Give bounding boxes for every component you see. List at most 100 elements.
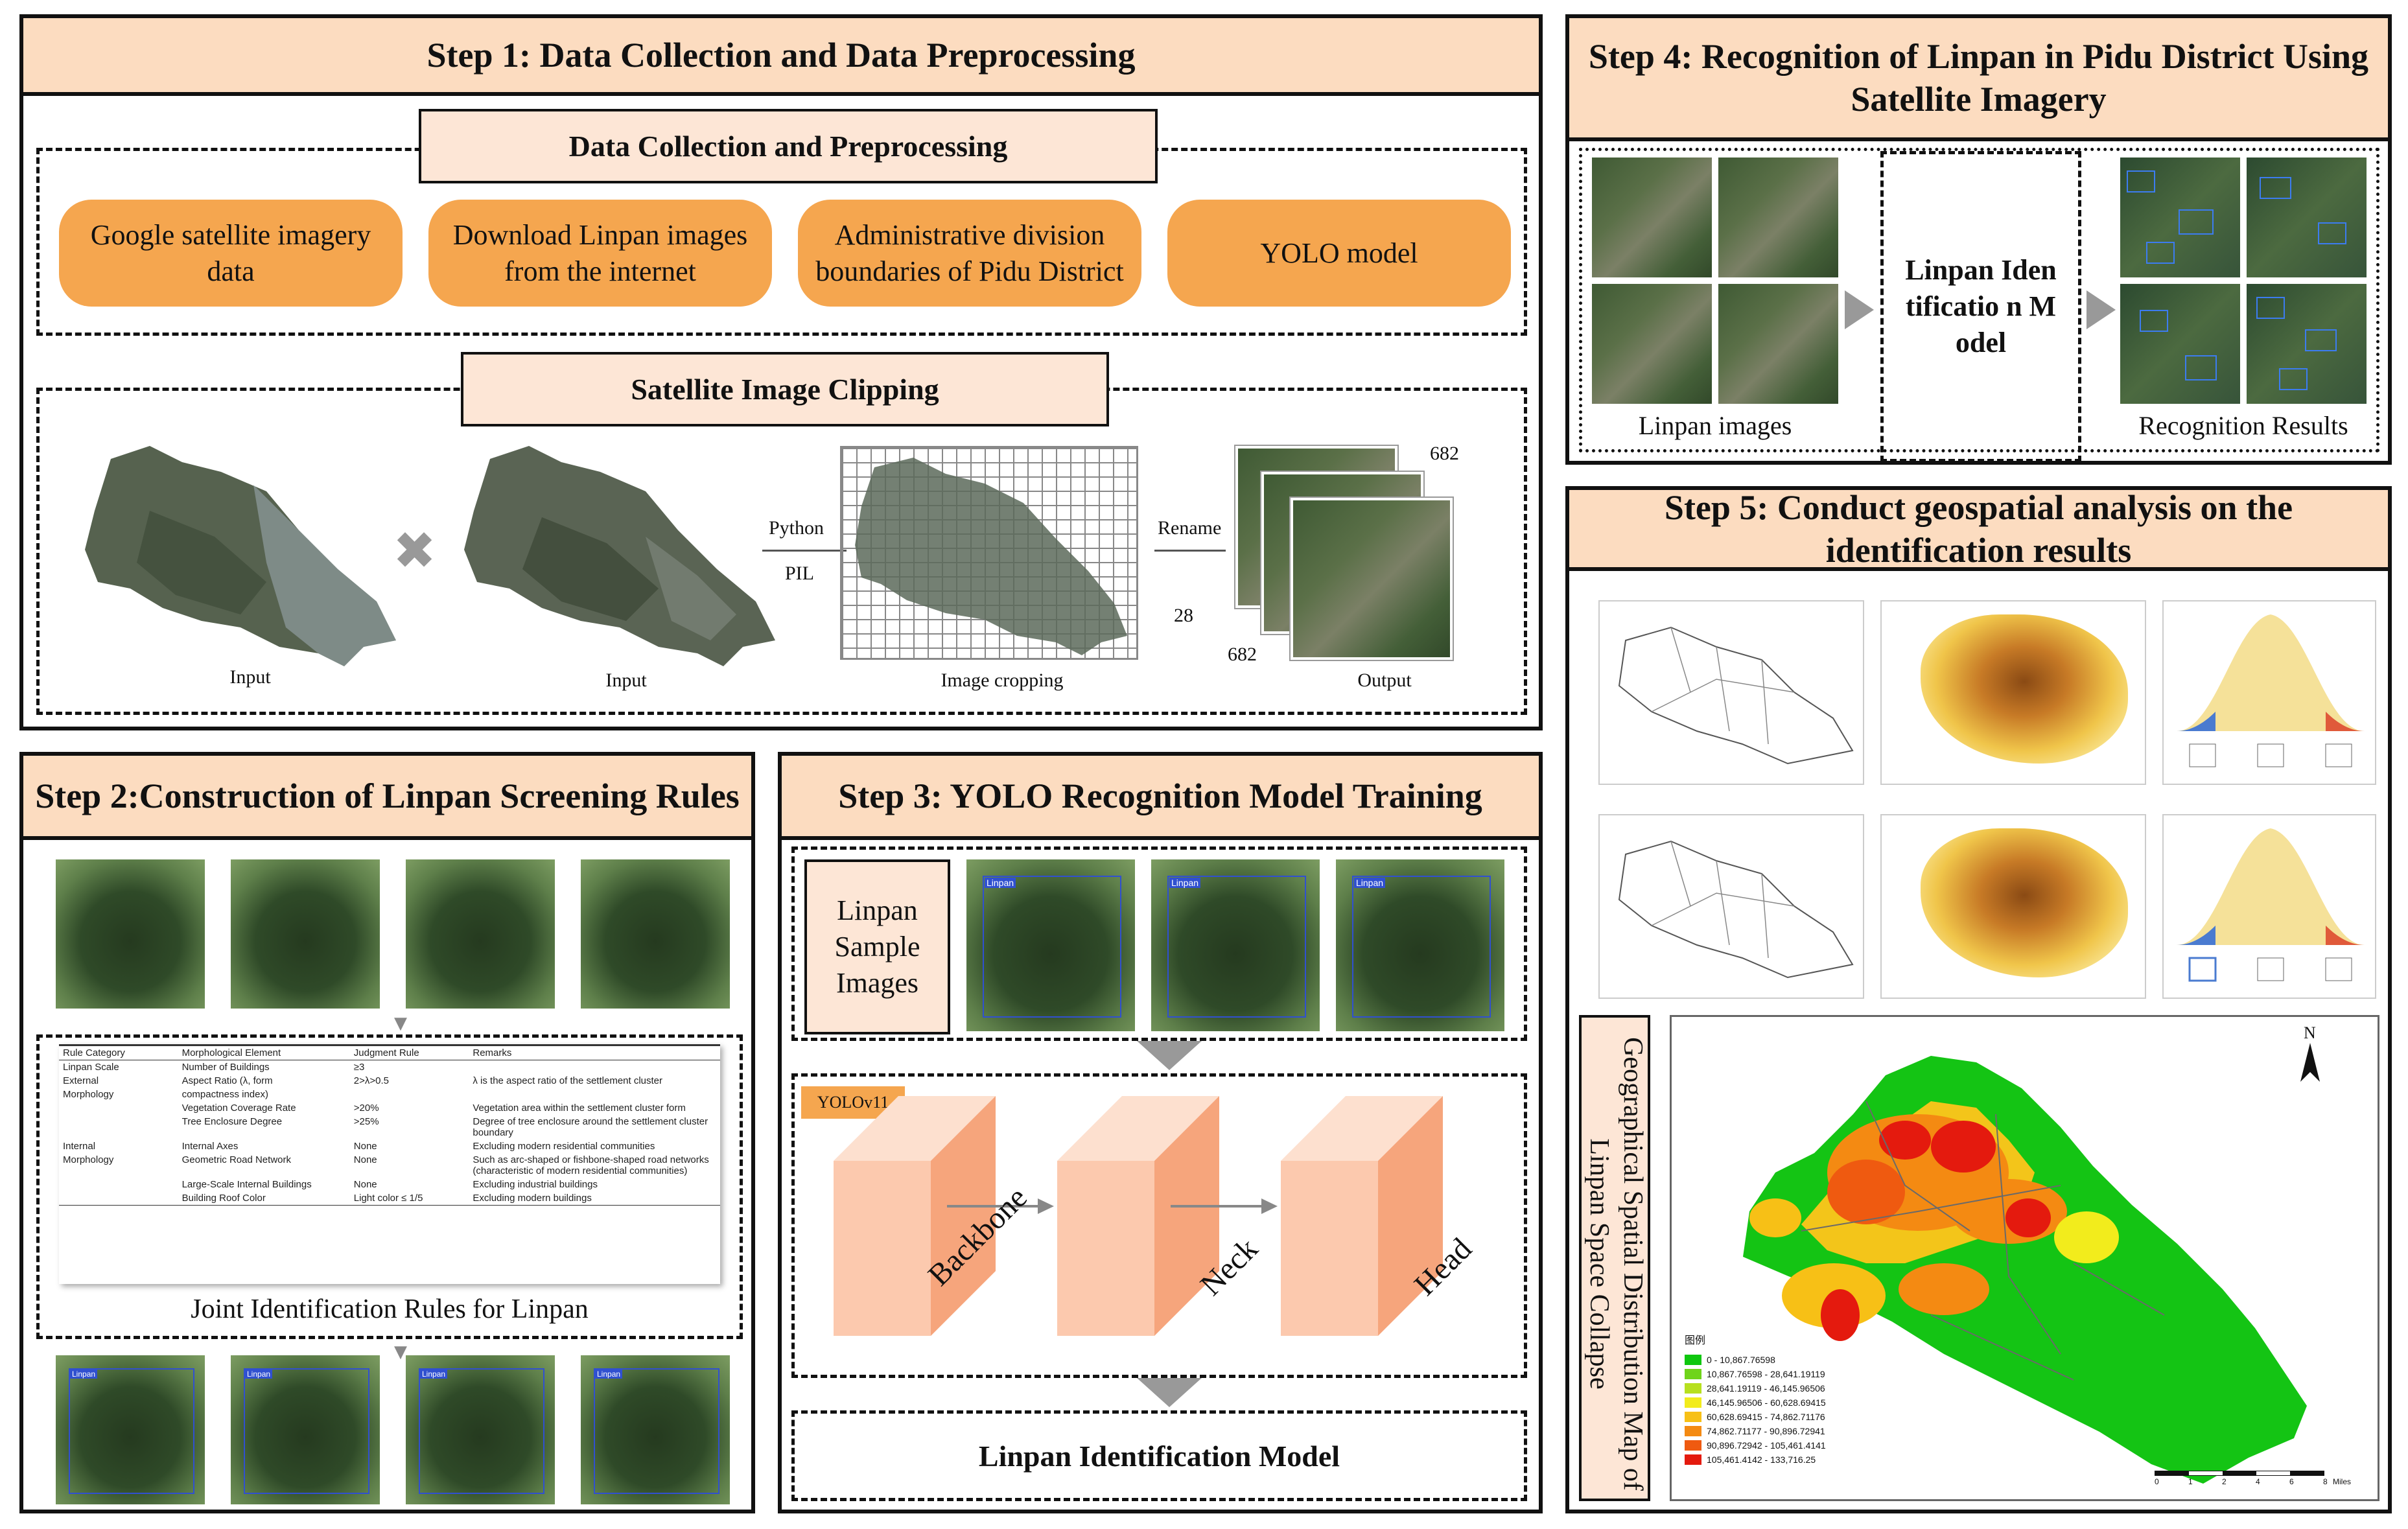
step3-arrow-down-1 [1137,1041,1202,1070]
detection-label: Linpan [420,1370,448,1379]
label-python: Python [769,517,824,539]
analysis-boundary-map-2 [1598,814,1864,999]
analysis-significance-chart-2 [2162,814,2376,999]
model-label: Linpan Identification Model [978,1439,1340,1473]
label-682-bottom: 682 [1228,644,1257,665]
step2-result-1: Linpan [56,1355,205,1504]
legend-item: 60,628.69415 - 74,862.71176 [1685,1412,1866,1422]
data-collection-subtitle: Data Collection and Preprocessing [419,109,1158,183]
step2-arrow-down-2: ▼ [394,1342,407,1362]
table-row: Tree Enclosure Degree>25%Degree of tree … [181,1116,708,1138]
analysis-significance-chart-1 [2162,600,2376,785]
label-rename: Rename [1158,517,1222,539]
detection-label: Linpan [1169,878,1201,888]
linpan-image-2 [1718,158,1838,277]
pill-download-linpan: Download Linpan images from the internet [428,200,772,307]
collapse-map [1743,1043,2320,1484]
legend-label: 90,896.72942 - 105,461.4141 [1707,1440,1826,1451]
legend-title: 图例 [1685,1334,1706,1346]
map-legend: 图例 0 - 10,867.76598 10,867.76598 - 28,641… [1685,1331,1866,1469]
result-image-2 [2247,158,2367,277]
legend-items: 0 - 10,867.76598 10,867.76598 - 28,641.19… [1685,1355,1866,1465]
detection-label: Linpan [70,1370,98,1379]
sample-images-label-box: Linpan Sample Images [804,859,950,1034]
scale-tick: 1 [2188,1477,2193,1486]
multiply-icon: ✖ [393,520,437,581]
rules-table-header: Judgment Rule [353,1047,419,1058]
scale-tick: 2 [2222,1477,2227,1486]
map-title-box: Geographical Spatial Distribution Map of… [1579,1015,1650,1501]
rules-table-card: Rule Category Morphological Element Judg… [59,1044,720,1284]
step2-sample-4 [581,859,730,1009]
legend-item: 105,461.4142 - 133,716.25 [1685,1454,1866,1465]
step2-title: Step 2:Construction of Linpan Screening … [23,756,751,840]
linpan-image-1 [1592,158,1712,277]
backbone-block [834,1096,996,1336]
pill-google-satellite: Google satellite imagery data [59,200,403,307]
legend-label: 74,862.71177 - 90,896.72941 [1707,1426,1825,1436]
table-row: Vegetation Coverage Rate>20%Vegetation a… [181,1103,686,1114]
north-label: N [2304,1023,2316,1042]
linpan-image-3 [1592,284,1712,404]
rules-table: Rule Category Morphological Element Judg… [59,1046,720,1206]
legend-item: 0 - 10,867.76598 [1685,1355,1866,1365]
head-block [1281,1096,1443,1336]
legend-item: 74,862.71177 - 90,896.72941 [1685,1426,1866,1436]
step2-panel: Step 2:Construction of Linpan Screening … [19,752,755,1513]
legend-swatch [1685,1426,1701,1436]
detection-label: Linpan [1354,878,1386,888]
step4-arrow-2 [2087,290,2116,329]
legend-swatch [1685,1454,1701,1465]
step1-title: Step 1: Data Collection and Data Preproc… [23,18,1539,96]
map-title: Geographical Spatial Distribution Map of… [1584,1037,1648,1491]
label-682-top: 682 [1430,443,1459,464]
step4-model-label: Linpan Identificatio n Model [1905,254,2057,358]
samples-section [791,846,1527,1041]
legend-swatch [1685,1369,1701,1379]
legend-item: 28,641.19119 - 46,145.96506 [1685,1383,1866,1394]
detection-label: Linpan [595,1370,623,1379]
legend-label: 28,641.19119 - 46,145.96506 [1707,1383,1825,1394]
recognition-results-label: Recognition Results [2138,411,2348,440]
detection-label: Linpan [245,1370,273,1379]
legend-label: 46,145.96506 - 60,628.69415 [1707,1397,1826,1408]
input-map-1 [85,446,396,666]
scale-tick: 0 [2155,1477,2159,1486]
step2-sample-1 [56,859,205,1009]
collapse-map-frame: N 图例 0 - 10,867.76598 10,867.76598 - 28,6… [1670,1015,2379,1501]
step4-panel: Step 4: Recognition of Linpan in Pidu Di… [1565,14,2392,465]
step3-sample-2: Linpan [1151,859,1320,1031]
step2-result-4: Linpan [581,1355,730,1504]
arrow-rename [1154,550,1226,552]
label-input-2: Input [605,670,647,691]
step2-sample-3 [406,859,555,1009]
step3-panel: Step 3: YOLO Recognition Model Training … [778,752,1543,1513]
label-28: 28 [1174,605,1193,626]
legend-swatch [1685,1412,1701,1422]
legend-label: 10,867.76598 - 28,641.19119 [1707,1369,1825,1379]
north-arrow-icon [2300,1043,2320,1082]
sample-images-label: Linpan Sample Images [834,894,920,999]
step3-sample-1: Linpan [966,859,1135,1031]
detection-label: Linpan [985,878,1016,888]
step3-title: Step 3: YOLO Recognition Model Training [782,756,1539,840]
output-tile-3 [1291,498,1453,660]
result-image-1 [2120,158,2240,277]
input-map-2 [464,446,775,666]
step4-model-box: Linpan Identificatio n Model [1880,151,2081,462]
grid-crop-image [840,446,1138,660]
step5-panel: Step 5: Conduct geospatial analysis on t… [1565,486,2392,1513]
yolo-section [791,1073,1527,1378]
result-image-3 [2120,284,2240,404]
legend-item: 10,867.76598 - 28,641.19119 [1685,1369,1866,1379]
rules-table-header: Rule Category [63,1047,125,1058]
step4-section [1579,148,2379,452]
step4-title: Step 4: Recognition of Linpan in Pidu Di… [1569,18,2388,141]
pill-yolo-model: YOLO model [1167,200,1511,307]
